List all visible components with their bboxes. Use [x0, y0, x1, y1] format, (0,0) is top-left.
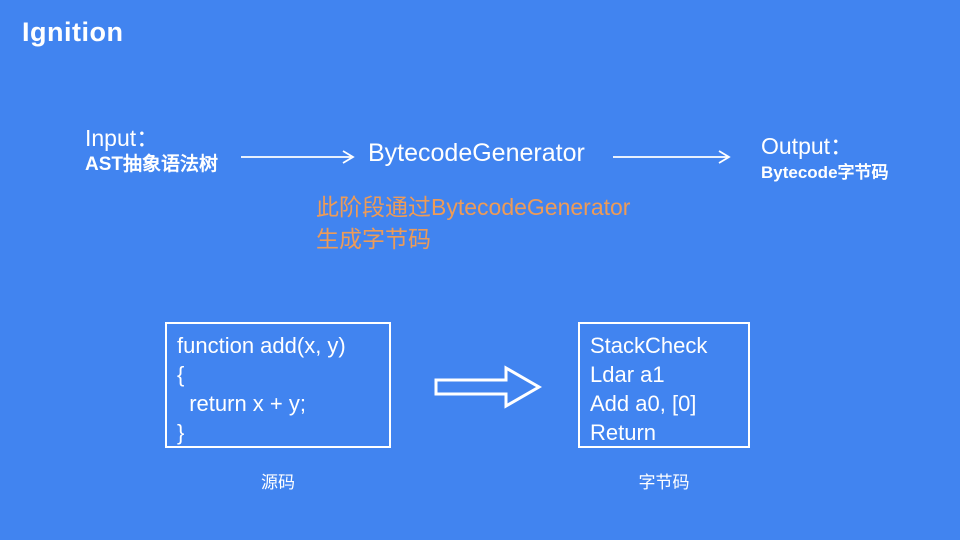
- input-sublabel: AST抽象语法树: [85, 154, 219, 175]
- code-line: }: [177, 420, 185, 445]
- code-line: return x + y;: [177, 391, 306, 416]
- arrow-right-icon: [612, 147, 738, 167]
- input-label: Input：: [85, 125, 160, 151]
- generator-label: BytecodeGenerator: [368, 139, 585, 167]
- note-annotation: 此阶段通过BytecodeGenerator 生成字节码: [316, 191, 630, 255]
- bytecode-caption: 字节码: [638, 473, 690, 492]
- slide-title: Ignition: [22, 17, 124, 47]
- code-line: function add(x, y): [177, 333, 346, 358]
- output-label: Output：: [761, 133, 854, 159]
- source-caption: 源码: [261, 473, 295, 492]
- output-block: Output： Bytecode字节码: [761, 131, 889, 185]
- arrow-right-icon: [240, 147, 362, 167]
- code-line: Add a0, [0]: [590, 391, 697, 416]
- input-block: Input： AST抽象语法树: [85, 123, 218, 177]
- bytecode-box: StackCheck Ldar a1 Add a0, [0] Return: [578, 322, 750, 448]
- note-line-1: 此阶段通过BytecodeGenerator: [316, 194, 631, 220]
- code-line: Ldar a1: [590, 362, 665, 387]
- block-arrow-right-icon: [433, 364, 543, 410]
- code-line: {: [177, 362, 185, 387]
- code-line: Return: [590, 420, 657, 445]
- code-line: StackCheck: [590, 333, 708, 358]
- source-code-box: function add(x, y) { return x + y; }: [165, 322, 391, 448]
- output-sublabel: Bytecode字节码: [761, 163, 889, 182]
- note-line-2: 生成字节码: [316, 226, 431, 252]
